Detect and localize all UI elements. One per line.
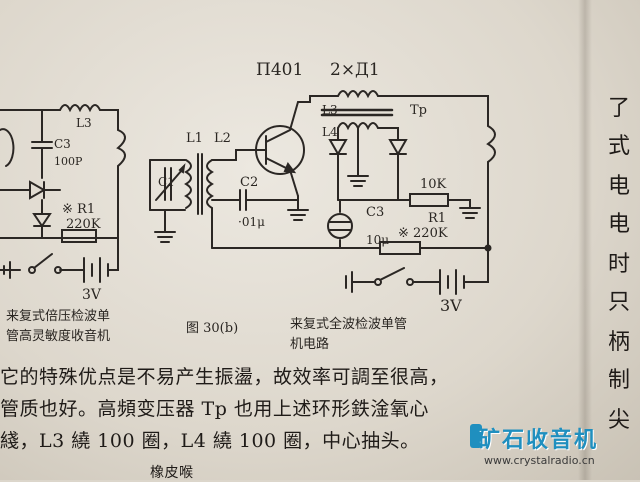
right-column-char: 只: [608, 290, 631, 315]
transistor-type-label: П401: [256, 60, 304, 80]
book-spine-shadow: [578, 0, 592, 480]
right-column-char: 电: [608, 212, 631, 237]
left-r1-label: ※ R1: [62, 202, 96, 217]
watermark-logo-icon: [470, 424, 482, 448]
right-column-char: 式: [608, 134, 631, 159]
left-battery-label: 3V: [82, 287, 102, 303]
c2-label: C2: [240, 175, 259, 190]
right-caption-line2: 机电路: [290, 337, 330, 352]
c3-value: 10μ: [366, 233, 390, 247]
left-circuit: [0, 104, 126, 283]
body-line-1: 它的特殊优点是不易产生振盪，故效率可調至很高，: [0, 366, 449, 388]
diode-type-label: 2×Д1: [330, 60, 380, 80]
body-line-4: 橡皮喉: [150, 465, 194, 481]
tp-label: Tp: [410, 103, 427, 118]
body-line-2: 管质也好。高頻变压器 Tp 也用上述环形鉄淦氧心: [0, 398, 429, 420]
figure-number: 图 30(b): [186, 321, 239, 336]
c3-label: C3: [366, 205, 385, 220]
left-caption-line2: 管高灵敏度收音机: [6, 329, 111, 344]
left-c3-value: 100P: [54, 155, 83, 168]
left-l3-label: L3: [76, 116, 92, 130]
c2-value: ·01μ: [238, 215, 265, 229]
right-caption-line1: 来复式全波检波单管: [290, 317, 408, 332]
l2-label: L2: [214, 131, 231, 146]
right-column-char: 柄: [608, 330, 631, 355]
battery-label: 3V: [440, 296, 462, 315]
c1-label: C1: [158, 175, 175, 189]
right-column-char: 制: [608, 368, 631, 393]
watermark-url: www.crystalradio.cn: [484, 454, 595, 467]
left-c3-label: C3: [54, 137, 71, 151]
left-caption-line1: 来复式倍压检波单: [6, 309, 111, 324]
right-column-char: 时: [608, 252, 631, 277]
left-r1-value: 220K: [66, 217, 101, 232]
l4-label: L4: [322, 125, 338, 139]
right-circuit: [149, 90, 496, 295]
site-watermark: 矿石收音机 www.crystalradio.cn: [470, 420, 640, 480]
right-column-char: 了: [608, 96, 631, 121]
r1-label: R1: [428, 211, 447, 226]
right-column-char: 电: [608, 174, 631, 199]
right-column-char: 尖: [608, 408, 631, 433]
watermark-title: 矿石收音机: [478, 428, 599, 453]
body-line-3: 綫，L3 繞 100 圈，L4 繞 100 圈，中心抽头。: [0, 430, 420, 452]
r1-value: ※ 220K: [398, 226, 448, 241]
l1-label: L1: [186, 131, 203, 146]
resistor-10k-label: 10K: [420, 177, 447, 192]
l3-label: L3: [322, 103, 338, 117]
